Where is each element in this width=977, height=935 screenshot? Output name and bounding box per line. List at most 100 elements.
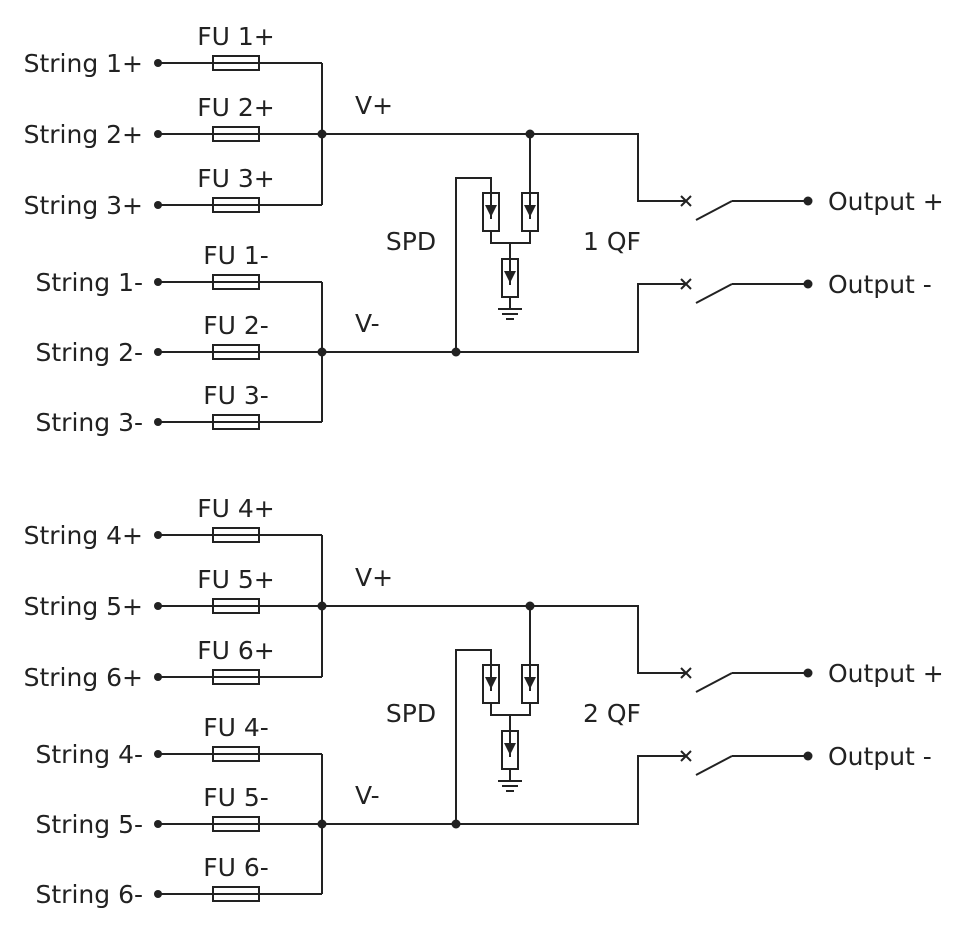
string-terminal (154, 673, 162, 681)
fuse-label: FU 4- (203, 713, 269, 742)
fuse-symbol (212, 126, 260, 142)
output-label: Output - (828, 742, 932, 771)
fuse-label: FU 3+ (197, 164, 274, 193)
string-label: String 6+ (24, 663, 143, 692)
breaker-trip-mark (680, 195, 692, 207)
fuse-label: FU 3- (203, 381, 269, 410)
breaker-label: 1 QF (583, 227, 641, 256)
fuse-label: FU 5- (203, 783, 269, 812)
fuse-symbol (212, 669, 260, 685)
output-label: Output + (828, 659, 944, 688)
positive-bus (322, 133, 685, 202)
surge-arrester-arrow (504, 271, 516, 283)
output-label: Output - (828, 270, 932, 299)
fuse-label: FU 6- (203, 853, 269, 882)
breaker-contact (695, 672, 733, 693)
breaker-label: 2 QF (583, 699, 641, 728)
string-terminal (154, 750, 162, 758)
fuse-symbol (212, 816, 260, 832)
combiner-block-1: String 1+ FU 1+ String 2+ FU 2+ String 3+ FU … (24, 22, 944, 437)
string-terminal (154, 201, 162, 209)
string-label: String 6- (36, 880, 143, 909)
bus-label-positive: V+ (355, 91, 393, 120)
spd-label: SPD (386, 699, 436, 728)
fuse-symbol (212, 344, 260, 360)
string-terminal (154, 59, 162, 67)
breaker-contact (695, 283, 733, 304)
string-label: String 5+ (24, 592, 143, 621)
surge-arrester (501, 258, 519, 298)
fuse-symbol (212, 886, 260, 902)
spd-common-link (490, 703, 531, 716)
fuse-label: FU 4+ (197, 494, 274, 523)
fuse-label: FU 2- (203, 311, 269, 340)
fuse-symbol (212, 197, 260, 213)
junction-dot (317, 601, 327, 611)
string-label: String 2+ (24, 120, 143, 149)
output-label: Output + (828, 187, 944, 216)
spd-label: SPD (386, 227, 436, 256)
surge-arrester-arrow (524, 677, 536, 689)
string-label: String 1+ (24, 49, 143, 78)
string-terminal (154, 348, 162, 356)
breaker-contact (695, 755, 733, 776)
output-terminal (803, 279, 813, 289)
breaker-trip-mark (680, 750, 692, 762)
junction-dot (317, 819, 327, 829)
string-terminal (154, 890, 162, 898)
negative-bus (322, 755, 685, 825)
string-terminal (154, 278, 162, 286)
surge-arrester-arrow (504, 743, 516, 755)
fuse-symbol (212, 746, 260, 762)
surge-arrester (521, 192, 539, 232)
surge-arrester (482, 664, 500, 704)
junction-dot (317, 129, 327, 139)
string-label: String 4+ (24, 521, 143, 550)
fuse-label: FU 2+ (197, 93, 274, 122)
string-label: String 1- (36, 268, 143, 297)
surge-arrester (501, 730, 519, 770)
string-label: String 2- (36, 338, 143, 367)
junction-dot (317, 347, 327, 357)
spd-negative-lead (455, 649, 492, 824)
combiner-block-2: String 4+ FU 4+ String 5+ FU 5+ String 6+ FU … (24, 494, 944, 909)
fuse-label: FU 1- (203, 241, 269, 270)
fuse-label: FU 5+ (197, 565, 274, 594)
spd-negative-lead (455, 177, 492, 352)
string-label: String 5- (36, 810, 143, 839)
output-terminal (803, 196, 813, 206)
surge-arrester-arrow (485, 205, 497, 217)
surge-arrester-arrow (524, 205, 536, 217)
negative-bus (322, 283, 685, 353)
fuse-label: FU 6+ (197, 636, 274, 665)
bus-label-positive: V+ (355, 563, 393, 592)
ground-icon (498, 780, 522, 792)
fuse-symbol (212, 527, 260, 543)
fuse-symbol (212, 414, 260, 430)
surge-arrester (521, 664, 539, 704)
fuse-symbol (212, 55, 260, 71)
fuse-label: FU 1+ (197, 22, 274, 51)
breaker-trip-mark (680, 667, 692, 679)
string-label: String 4- (36, 740, 143, 769)
bus-label-negative: V- (355, 309, 380, 338)
string-terminal (154, 130, 162, 138)
ground-icon (498, 308, 522, 320)
fuse-symbol (212, 598, 260, 614)
positive-bus (322, 605, 685, 674)
surge-arrester-arrow (485, 677, 497, 689)
breaker-trip-mark (680, 278, 692, 290)
breaker-contact (695, 200, 733, 221)
string-terminal (154, 602, 162, 610)
string-terminal (154, 531, 162, 539)
output-terminal (803, 751, 813, 761)
spd-common-link (490, 231, 531, 244)
bus-label-negative: V- (355, 781, 380, 810)
fuse-symbol (212, 274, 260, 290)
string-terminal (154, 820, 162, 828)
string-label: String 3+ (24, 191, 143, 220)
string-terminal (154, 418, 162, 426)
output-terminal (803, 668, 813, 678)
surge-arrester (482, 192, 500, 232)
